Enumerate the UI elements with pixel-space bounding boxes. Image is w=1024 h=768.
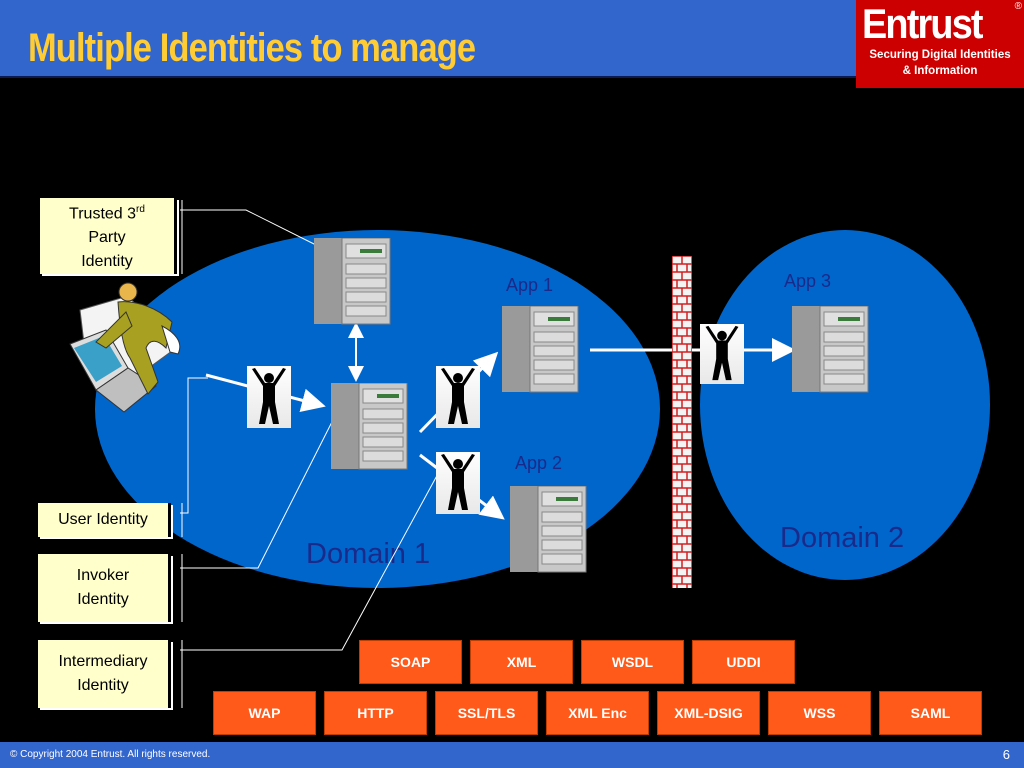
protocol-tag-ssl-tls: SSL/TLS bbox=[435, 691, 538, 735]
app-2-server-icon bbox=[510, 486, 587, 573]
user-identity-box: User Identity bbox=[38, 503, 171, 537]
page-title: Multiple Identities to manage bbox=[28, 26, 476, 70]
invoker-callout-line bbox=[180, 409, 339, 569]
protocol-tag-saml: SAML bbox=[879, 691, 982, 735]
invoker-label-line1: Invoker bbox=[76, 567, 130, 584]
trusted-label-sup: rd bbox=[136, 203, 145, 215]
trusted-server-icon bbox=[314, 238, 391, 325]
entrust-logo: Entrust ® Securing Digital Identities & … bbox=[856, 0, 1024, 88]
copyright-text: © Copyright 2004 Entrust. All rights res… bbox=[10, 749, 211, 760]
trusted-label-line2: Party bbox=[88, 229, 126, 247]
trusted-label-line3: Identity bbox=[81, 253, 133, 271]
invoker-identity-figure-icon bbox=[436, 366, 480, 428]
logo-wordmark: Entrust bbox=[862, 0, 984, 47]
app-1-server-icon bbox=[502, 306, 579, 393]
logo-tagline-2: & Information bbox=[902, 65, 978, 77]
invoker-label-line2: Identity bbox=[77, 591, 129, 608]
logo-tagline-1: Securing Digital Identities bbox=[869, 49, 1011, 61]
protocol-tag-uddi: UDDI bbox=[692, 640, 795, 684]
domain-2-identity-figure-icon bbox=[700, 324, 744, 384]
logo-registered-mark: ® bbox=[1014, 1, 1022, 12]
user-identity-label: User Identity bbox=[58, 511, 148, 528]
protocol-tag-xml-enc: XML Enc bbox=[546, 691, 649, 735]
domain-server-icon bbox=[331, 383, 408, 470]
domain-2-ellipse bbox=[700, 230, 990, 580]
intermediary-label-line1: Intermediary bbox=[58, 653, 148, 670]
title-bar: Multiple Identities to manage bbox=[0, 0, 856, 78]
user-at-laptop-icon bbox=[69, 282, 181, 413]
intermediary-callout-line bbox=[180, 469, 441, 651]
trusted-label-main: Trusted 3 bbox=[69, 205, 137, 223]
user-callout-line bbox=[180, 377, 208, 514]
trusted-third-party-identity-box: Trusted 3rd Party Identity bbox=[40, 198, 177, 274]
app-1-label: App 1 bbox=[506, 275, 554, 295]
user-identity-figure-icon bbox=[247, 366, 291, 428]
protocol-tag-wss: WSS bbox=[768, 691, 871, 735]
protocol-tag-xml: XML bbox=[470, 640, 573, 684]
app-3-label: App 3 bbox=[784, 271, 832, 291]
protocol-tag-wsdl: WSDL bbox=[581, 640, 684, 684]
intermediary-label-line2: Identity bbox=[77, 677, 129, 694]
protocol-tag-wap: WAP bbox=[213, 691, 316, 735]
intermediary-identity-box: Intermediary Identity bbox=[38, 640, 171, 708]
firewall-icon bbox=[672, 256, 692, 588]
invoker-identity-box: Invoker Identity bbox=[38, 554, 171, 622]
protocol-tag-soap: SOAP bbox=[359, 640, 462, 684]
app-3-server-icon bbox=[792, 306, 869, 393]
domain-2-label: Domain 2 bbox=[780, 522, 905, 554]
page-number: 6 bbox=[1002, 747, 1010, 762]
footer-bar: © Copyright 2004 Entrust. All rights res… bbox=[0, 742, 1024, 768]
intermediary-identity-figure-icon bbox=[436, 452, 480, 514]
app-2-label: App 2 bbox=[515, 453, 563, 473]
protocol-tag-http: HTTP bbox=[324, 691, 427, 735]
domain-1-label: Domain 1 bbox=[306, 538, 431, 570]
protocol-tag-xml-dsig: XML-DSIG bbox=[657, 691, 760, 735]
trusted-callout-line bbox=[180, 209, 319, 247]
